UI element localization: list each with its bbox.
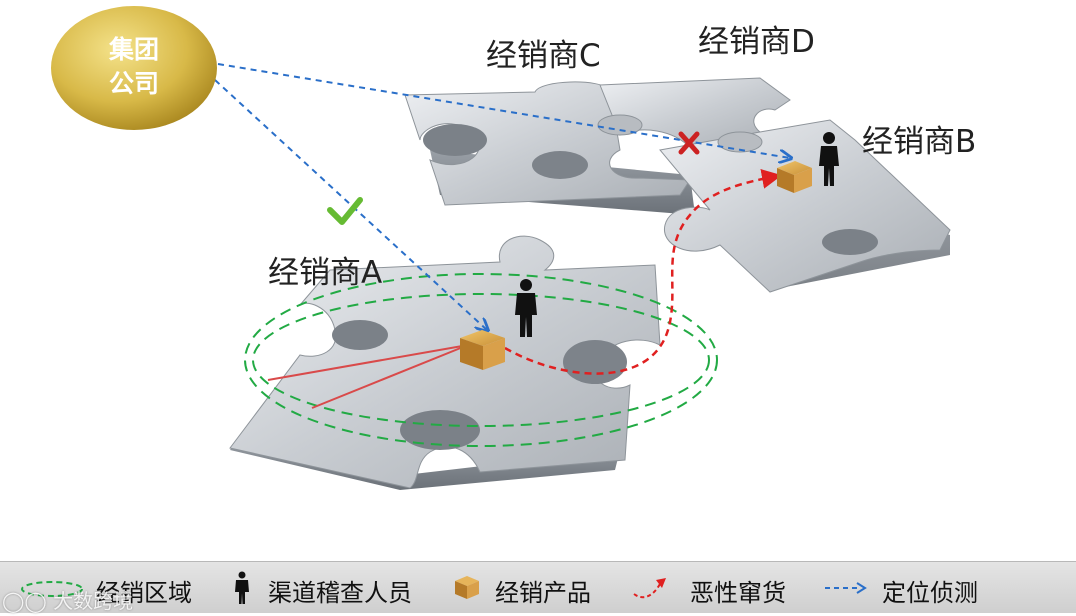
- dealer-d-label: 经销商D: [698, 24, 815, 60]
- inspector-b: [819, 132, 839, 186]
- legend-diversion-label: 恶性窜货: [690, 579, 786, 607]
- check-icon: [327, 197, 363, 225]
- sales-region-outer: [244, 273, 718, 447]
- legend-bar: 经销区域 渠道稽查人员 经销产品 恶性窜货 定位侦测: [0, 561, 1076, 613]
- watermark: ◯◯ 大数跨境: [2, 585, 133, 614]
- tracking-line-to-b: [217, 63, 790, 158]
- cross-icon: [678, 131, 700, 155]
- puzzle-piece-a-group: [229, 235, 661, 490]
- watermark-icon: ◯◯: [2, 589, 47, 613]
- legend-product-label: 经销产品: [495, 579, 591, 607]
- legend-region-label: 经销区域: [96, 579, 192, 607]
- diversion-legend-icon: [633, 578, 666, 599]
- person-icon: [235, 571, 249, 604]
- product-box-b: [777, 161, 812, 193]
- diversion-path: [504, 169, 782, 375]
- tracking-legend-icon: [825, 582, 867, 594]
- group-company: 集团 公司: [51, 6, 217, 130]
- box-icon: [455, 576, 479, 599]
- puzzle-piece-b: [659, 119, 951, 293]
- inspector-a: [515, 279, 537, 337]
- legend-inspector-label: 渠道稽查人员: [268, 579, 412, 607]
- puzzle-piece-a: [229, 235, 661, 489]
- legend-tracking-label: 定位侦测: [882, 579, 978, 607]
- puzzle-cluster-back: [404, 77, 951, 293]
- sales-region-inner: [252, 293, 710, 427]
- region-legend-icon: [21, 581, 83, 597]
- dealer-b-label: 经销商B: [862, 124, 976, 160]
- dealer-c-label: 经销商C: [486, 38, 601, 74]
- dealer-a-label: 经销商A: [268, 255, 382, 291]
- product-box-a: [460, 330, 505, 370]
- watermark-text: 大数跨境: [53, 589, 134, 613]
- company-label-line1: 集团: [108, 35, 159, 64]
- company-label-line2: 公司: [109, 69, 159, 98]
